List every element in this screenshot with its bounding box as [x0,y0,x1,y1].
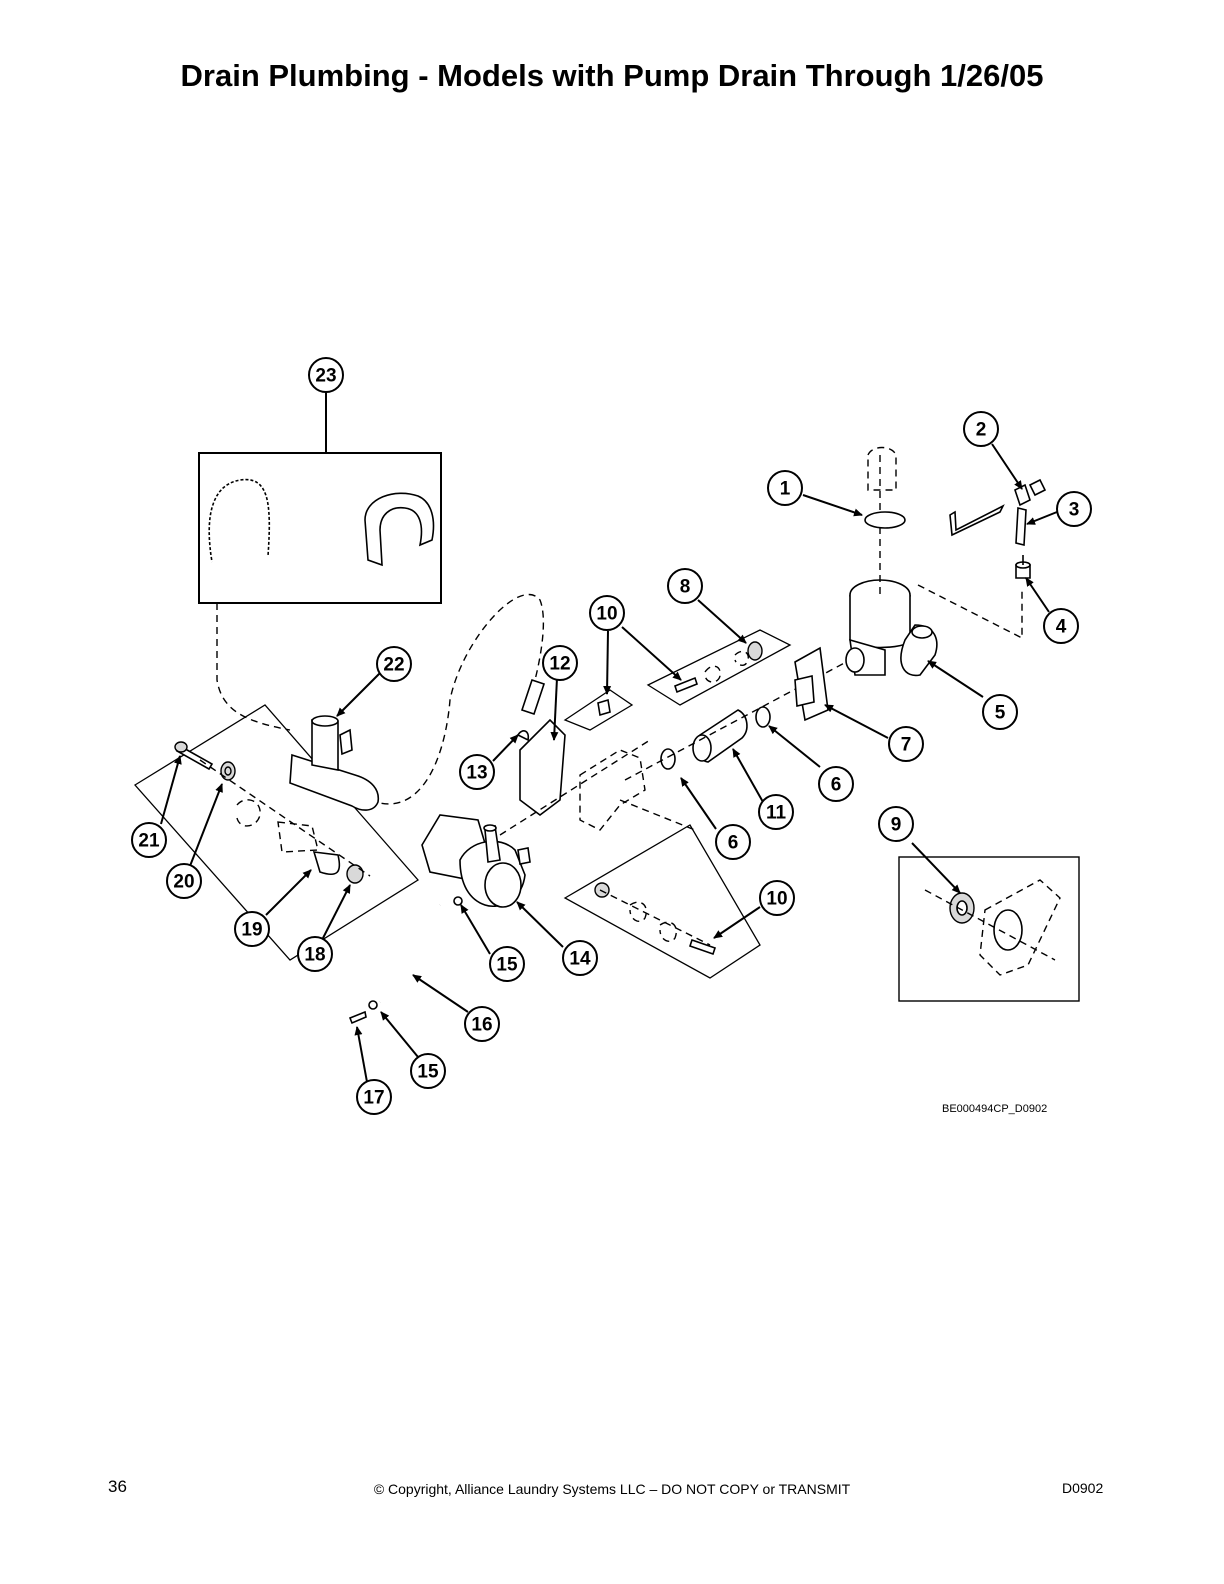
drain-pump [421,814,531,908]
document-code: D0902 [1062,1480,1104,1496]
nut-18 [346,864,364,884]
callout-13-label: 13 [466,763,487,784]
callout-1-label: 1 [780,479,791,500]
callout-10b-label: 10 [766,889,787,910]
callout-15b-label: 15 [417,1062,439,1083]
callout-15a: 15 [489,946,525,982]
callout-22-label: 22 [383,655,404,676]
callout-17: 17 [356,1079,392,1115]
callout-11: 11 [758,794,794,830]
callout-6b: 6 [715,824,751,860]
callout-10a: 10 [589,595,625,631]
callout-8-label: 8 [680,577,691,598]
callout-13: 13 [459,754,495,790]
callout-4: 4 [1043,608,1079,644]
callout-16: 16 [464,1006,500,1042]
callout-6a: 6 [818,766,854,802]
lower-mount-plane [563,824,761,979]
drawing-code: BE000494CP_D0902 [942,1103,1048,1115]
callout-5: 5 [982,694,1018,730]
callout-23-label: 23 [315,366,336,387]
callout-6b-label: 6 [728,833,739,854]
callout-15a-label: 15 [496,955,518,976]
callout-18: 18 [297,936,333,972]
tube-2 [949,504,1005,537]
callout-9: 9 [878,806,914,842]
grommet-detail-box [898,856,1080,1002]
callout-6a-label: 6 [831,775,842,796]
plate-19 [312,851,341,876]
drain-hose-kit-box [198,452,442,604]
callout-12: 12 [542,645,578,681]
callout-19-label: 19 [241,920,262,941]
callout-16-label: 16 [471,1015,492,1036]
callout-21-label: 21 [138,831,160,852]
callout-14: 14 [562,940,598,976]
callout-3-label: 3 [1069,500,1080,521]
callout-22: 22 [376,646,412,682]
clamp-1 [864,511,906,529]
callout-17-label: 17 [363,1088,384,1109]
callout-3: 3 [1056,491,1092,527]
connector-hose [660,706,771,770]
callout-14-label: 14 [569,949,591,970]
page-number: 36 [108,1477,127,1496]
page-title: Drain Plumbing - Models with Pump Drain … [180,58,1044,93]
callout-12-label: 12 [549,654,570,675]
callout-10b: 10 [759,880,795,916]
tube-3 [1015,506,1027,547]
callout-1: 1 [767,470,803,506]
sump-elbow [845,579,938,677]
hose-routing-line [216,603,291,731]
copyright-notice: © Copyright, Alliance Laundry Systems LL… [373,1481,851,1497]
callout-21: 21 [131,822,167,858]
callout-4-label: 4 [1056,617,1067,638]
callout-2-label: 2 [976,420,987,441]
upper-mount-plane [646,629,792,706]
drain-tee [289,753,380,811]
hose-hook [364,492,435,567]
left-mount-plane [134,704,419,961]
spring-hose [516,678,546,742]
callout-7-label: 7 [901,735,912,756]
callout-11-label: 11 [766,803,787,824]
callout-8: 8 [667,568,703,604]
callout-20-label: 20 [173,872,194,893]
leader-lines [160,443,1058,1083]
pump-bracket [499,689,651,836]
callout-18-label: 18 [304,945,325,966]
callout-19: 19 [234,911,270,947]
callout-2: 2 [963,411,999,447]
callout-20: 20 [166,863,202,899]
callout-15b: 15 [410,1053,446,1089]
callout-23: 23 [308,357,344,393]
callout-10a-label: 10 [596,604,617,625]
callout-7: 7 [888,726,924,762]
callout-9-label: 9 [891,815,902,836]
callout-5-label: 5 [995,703,1006,724]
